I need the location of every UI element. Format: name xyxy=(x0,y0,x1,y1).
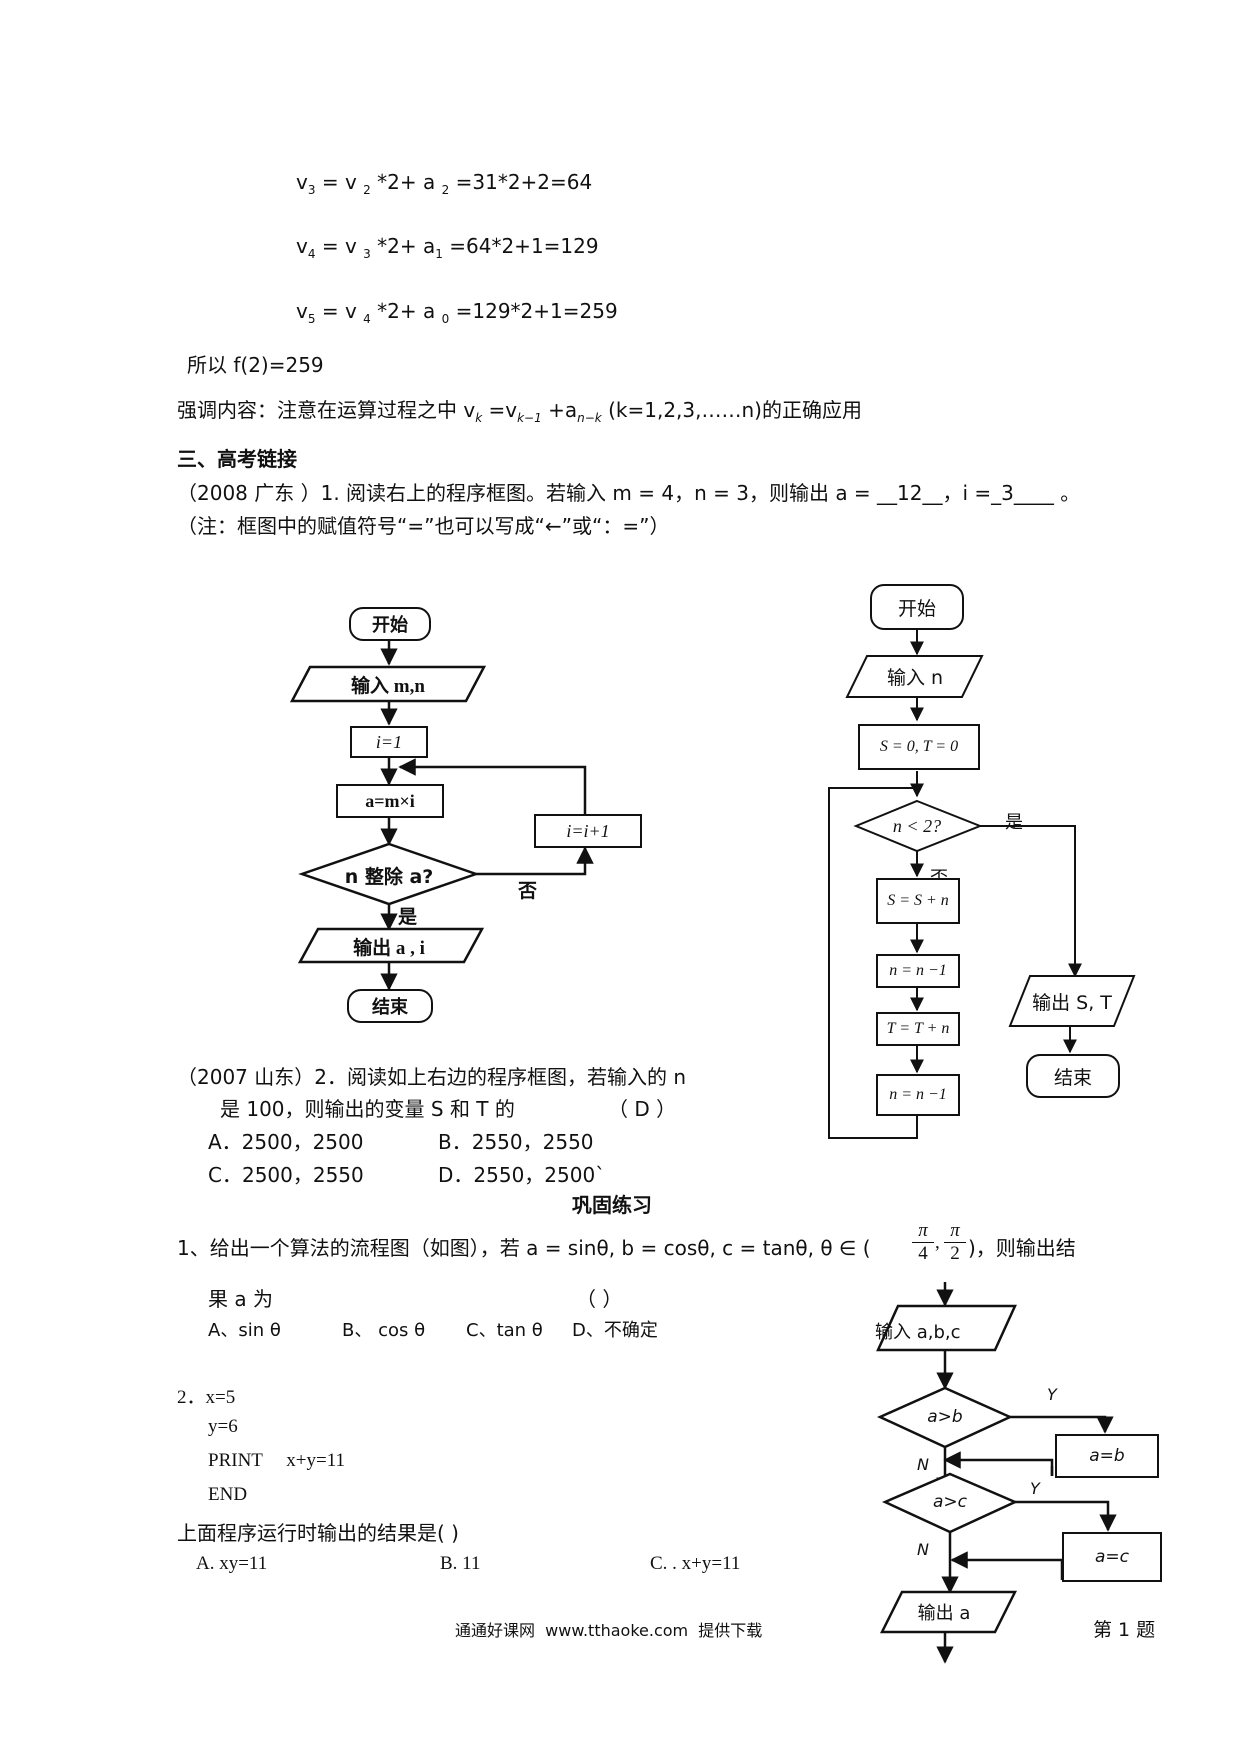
practice-q1-paren: （ ） xyxy=(576,1287,623,1311)
question-2-text: （2007 山东）2．阅读如上右边的程序框图，若输入的 n xyxy=(177,1065,687,1089)
flow3-caption: 第 1 题 xyxy=(1093,1619,1156,1641)
practice-q1-line2: 果 a 为 xyxy=(208,1287,273,1311)
practice-q1-fraction-2: π 2 xyxy=(944,1220,966,1265)
section-heading: 三、高考链接 xyxy=(177,447,297,471)
flow3-yes-1: Y xyxy=(1047,1385,1057,1404)
flow3-output: 输出 a xyxy=(917,1603,971,1624)
flow1-output: 输出 a , i xyxy=(353,937,425,959)
question-2-text-2: 是 100，则输出的变量 S 和 T 的 xyxy=(220,1097,515,1121)
question-1-text: （2008 广东 ）1. 阅读右上的程序框图。若输入 m = 4，n = 3，则… xyxy=(177,481,1081,505)
flow1-assign: a=m×i xyxy=(336,784,444,818)
flow3-input: 输入 a,b,c xyxy=(875,1322,961,1343)
flow1-condition: n 整除 a? xyxy=(344,865,434,888)
practice-q1-text: 1、给出一个算法的流程图（如图），若 a = sinθ, b = cosθ, c… xyxy=(177,1236,871,1260)
question-2-answer: （ D ） xyxy=(608,1097,677,1121)
flow1-start: 开始 xyxy=(349,607,431,641)
code-line-print: PRINT x+y=11 xyxy=(208,1450,346,1471)
practice-q2-opt-a: A. xy=11 xyxy=(196,1553,268,1574)
practice-q1-tail: )，则输出结 xyxy=(968,1236,1076,1260)
code-line-y: y=6 xyxy=(208,1416,238,1437)
option-c: C．2500，2550 xyxy=(208,1163,364,1187)
flow3-assign-1: a=b xyxy=(1055,1434,1159,1478)
flow2-yes-label: 是 xyxy=(1005,812,1023,833)
flow1-yes-label: 是 xyxy=(398,906,418,928)
step-v3: v3 = v 2 *2+ a 2 =31*2+2=64 xyxy=(296,170,593,197)
practice-q1-opt-a: A、sin θ xyxy=(208,1320,281,1341)
result-line: 所以 f(2)=259 xyxy=(187,353,324,377)
flow3-yes-2: Y xyxy=(1030,1479,1040,1498)
flow2-n-decrement-2: n = n −1 xyxy=(876,1074,960,1116)
flow2-output: 输出 S, T xyxy=(1032,991,1112,1014)
flow2-n-decrement-1: n = n −1 xyxy=(876,954,960,988)
practice-q1-fraction-1: π 4 xyxy=(912,1220,934,1265)
option-d: D．2550，2500` xyxy=(438,1163,606,1187)
step-v4: v4 = v 3 *2+ a1 =64*2+1=129 xyxy=(296,234,599,261)
flow3-no-1: N xyxy=(917,1455,929,1474)
flow3-no-2: N xyxy=(917,1540,929,1559)
flow3-condition-1: a>b xyxy=(927,1407,963,1427)
practice-q1-opt-d: D、不确定 xyxy=(572,1320,658,1341)
flow1-init: i=1 xyxy=(350,726,428,758)
flow2-end: 结束 xyxy=(1026,1054,1120,1098)
flow3-condition-2: a>c xyxy=(932,1492,967,1512)
flow3-assign-2: a=c xyxy=(1062,1532,1162,1582)
code-line-end: END xyxy=(208,1484,248,1505)
practice-q1-comma: , xyxy=(935,1232,940,1253)
emphasis-line: 强调内容：注意在运算过程之中 vk =vk−1 +an−k (k=1,2,3,…… xyxy=(177,398,862,425)
flow1-no-label: 否 xyxy=(518,880,538,902)
flow2-t-update: T = T + n xyxy=(876,1012,960,1046)
flow2-init: S = 0, T = 0 xyxy=(858,724,980,770)
flow2-condition: n < 2? xyxy=(892,815,942,836)
practice-q2-label: 2．x=5 xyxy=(177,1387,236,1408)
flow2-input: 输入 n xyxy=(886,666,944,689)
practice-q1-opt-b: B、 cos θ xyxy=(342,1320,426,1341)
flow1-increment: i=i+1 xyxy=(534,814,642,848)
practice-q2-opt-c: C. . x+y=11 xyxy=(650,1553,741,1574)
step-v5: v5 = v 4 *2+ a 0 =129*2+1=259 xyxy=(296,299,618,326)
flow1-end: 结束 xyxy=(347,989,433,1023)
flow1-input: 输入 m,n xyxy=(351,675,425,697)
practice-q1-opt-c: C、tan θ xyxy=(466,1320,543,1341)
question-1-note: （注：框图中的赋值符号“=”也可以写成“←”或“：=”） xyxy=(177,514,670,538)
flow2-start: 开始 xyxy=(870,584,964,630)
page-footer: 通通好课网 www.tthaoke.com 提供下载 xyxy=(455,1621,763,1640)
practice-q2-opt-b: B. 11 xyxy=(440,1553,481,1574)
practice-q2-question: 上面程序运行时输出的结果是( ) xyxy=(177,1521,459,1545)
option-b: B．2550，2550 xyxy=(438,1130,594,1154)
practice-heading: 巩固练习 xyxy=(572,1193,652,1217)
flow2-s-update: S = S + n xyxy=(876,878,960,924)
option-a: A．2500，2500 xyxy=(208,1130,364,1154)
